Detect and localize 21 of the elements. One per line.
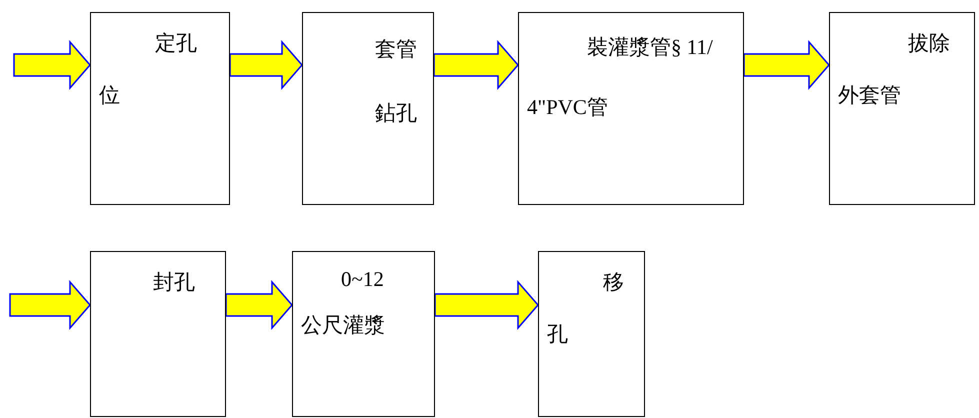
process-box: [292, 251, 435, 417]
block-arrow: [13, 40, 91, 90]
process-box: [90, 251, 226, 417]
process-box: [518, 12, 744, 205]
block-arrow: [225, 280, 293, 330]
block-arrow: [743, 40, 830, 90]
step-text: 移孔: [547, 270, 624, 346]
step-text: 套管鉆孔: [375, 37, 417, 125]
step-text: 定孔位: [99, 31, 197, 107]
block-arrow: [9, 280, 91, 330]
step-text: 封孔: [153, 270, 195, 294]
step-text: 拔除外套管: [838, 31, 950, 107]
block-arrow: [434, 280, 539, 330]
step-text: 0~12公尺灌漿: [301, 267, 385, 337]
process-box: [538, 251, 645, 417]
process-box: [90, 12, 230, 205]
step-text: 裝灌漿管§ 11/4"PVC管: [527, 35, 713, 119]
block-arrow: [433, 40, 519, 90]
process-box: [829, 12, 975, 205]
process-box: [302, 12, 434, 205]
block-arrow: [229, 40, 303, 90]
